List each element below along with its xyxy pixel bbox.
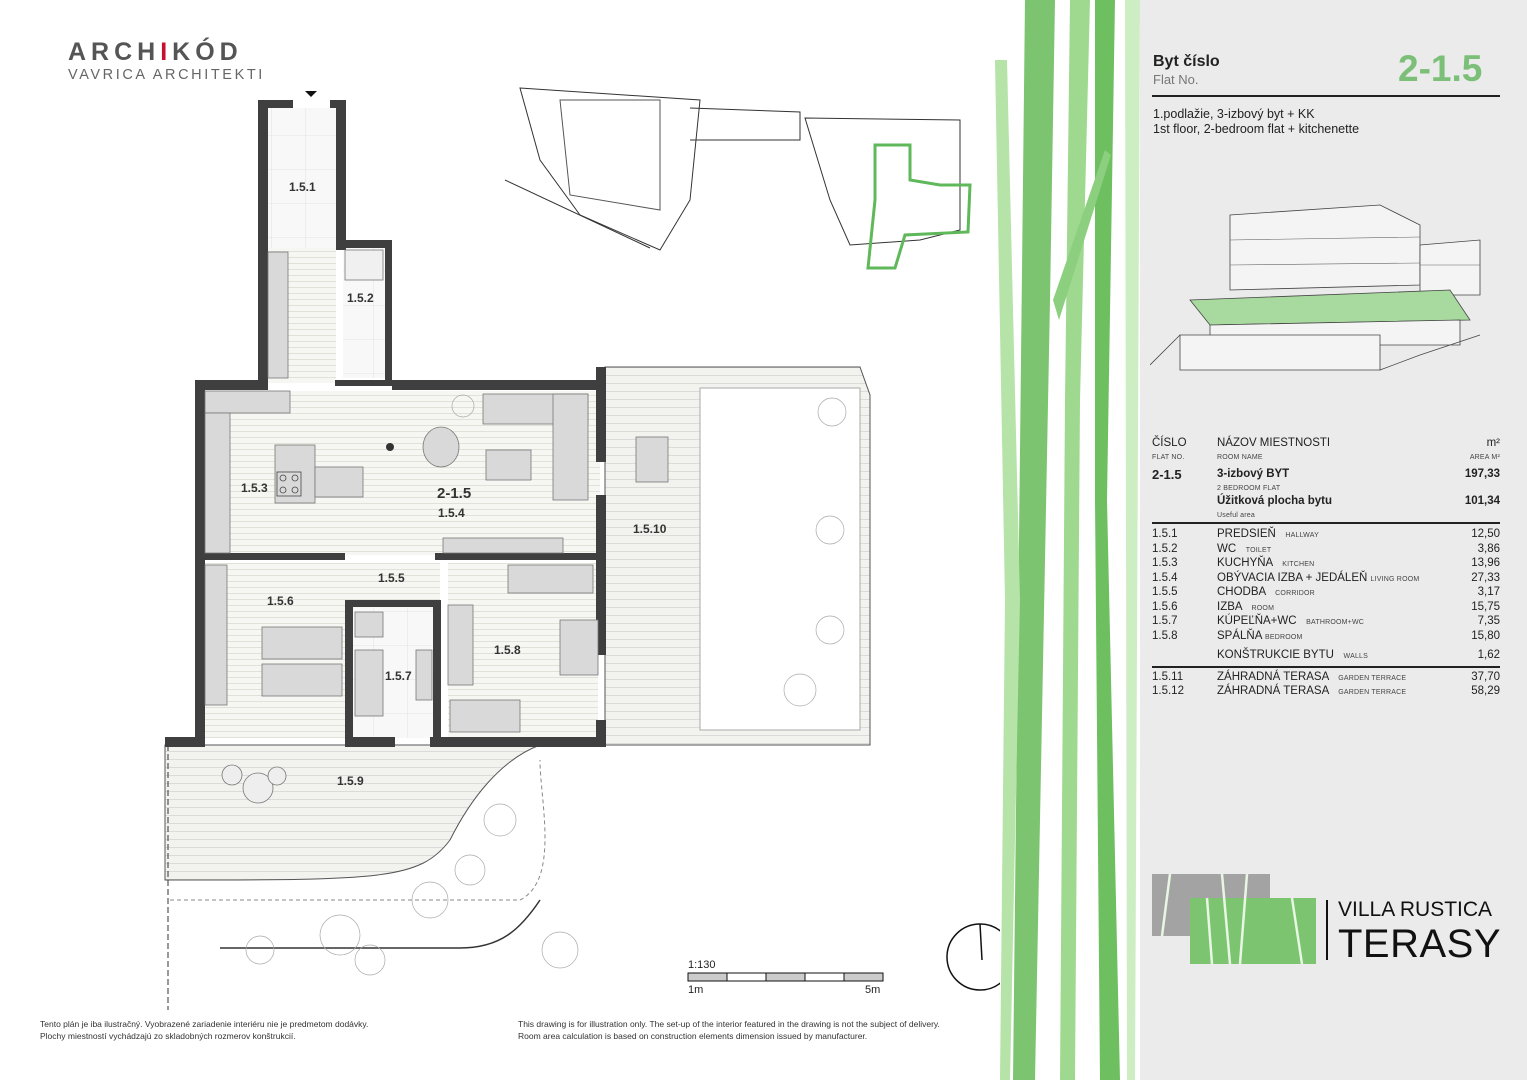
flat-title: Byt číslo <box>1153 53 1220 70</box>
room-label-1-5-7: 1.5.7 <box>385 669 412 683</box>
scale-start: 1m <box>688 984 704 996</box>
pool <box>699 387 861 731</box>
room-label-1-5-8: 1.5.8 <box>494 643 521 657</box>
floor-plan <box>164 87 1000 1010</box>
terrace-1-5-9 <box>164 744 541 881</box>
shrubs <box>245 394 847 976</box>
archikod-logo: ARCHIKÓD <box>68 38 243 66</box>
flat-label: 2-1.5 <box>437 485 472 502</box>
scale-end: 5m <box>865 984 881 996</box>
site-plan <box>504 87 972 270</box>
brand-line2: TERASY <box>1338 922 1502 966</box>
brand-divider <box>1326 900 1328 960</box>
room-label-1-5-10: 1.5.10 <box>633 522 667 536</box>
room-label-1-5-4: 1.5.4 <box>438 506 465 520</box>
furniture <box>204 249 669 804</box>
flat-subtitle: Flat No. <box>1153 72 1199 87</box>
room-label-1-5-6: 1.5.6 <box>267 594 294 608</box>
room-label-1-5-5: 1.5.5 <box>378 571 405 585</box>
room-label-1-5-2: 1.5.2 <box>347 291 374 305</box>
room-label-1-5-9: 1.5.9 <box>337 774 364 788</box>
disclaimer-en: This drawing is for illustration only. T… <box>518 1019 940 1041</box>
room-label-1-5-1: 1.5.1 <box>289 180 316 194</box>
tree-trunks-decoration <box>995 0 1140 1080</box>
north-arrow-icon <box>946 923 1000 991</box>
divider <box>1152 95 1500 97</box>
brand-line1: VILLA RUSTICA <box>1338 898 1493 921</box>
room-label-1-5-3: 1.5.3 <box>241 481 268 495</box>
disclaimer-sk: Tento plán je iba ilustračný. Vyobrazené… <box>40 1019 369 1041</box>
logo-subtitle: VAVRICA ARCHITEKTI <box>68 67 265 83</box>
cooktop-icon <box>276 471 302 497</box>
walls <box>165 100 606 747</box>
building-render <box>1150 204 1481 371</box>
villa-rustica-logo-mark <box>1152 874 1316 965</box>
scale-bar <box>687 972 884 982</box>
scale-ratio: 1:130 <box>688 959 716 971</box>
flat-number: 2-1.5 <box>1398 48 1483 89</box>
